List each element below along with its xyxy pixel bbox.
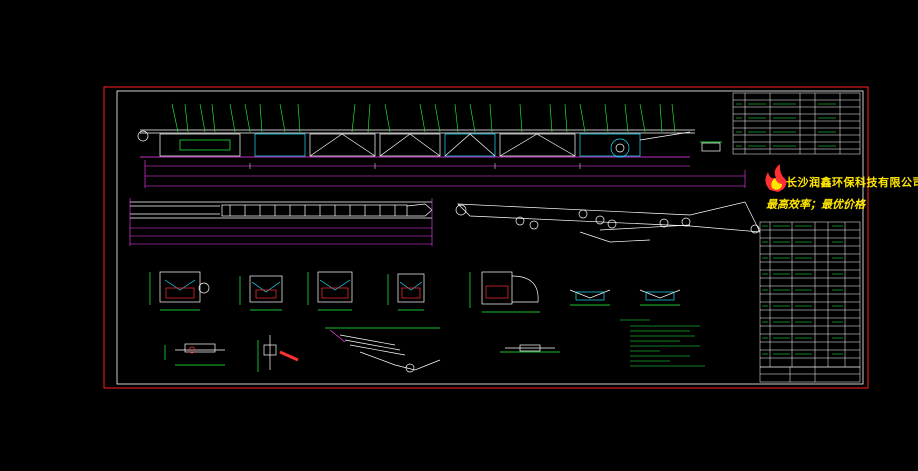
cross-section-4 [387, 273, 425, 311]
technical-notes-block [620, 319, 705, 367]
parts-list-table-top [732, 92, 861, 155]
outer-frame [103, 86, 869, 389]
conveyor-side-elevation [137, 129, 722, 158]
flame-logo-icon [765, 164, 787, 192]
conveyor-plan-view [130, 201, 433, 219]
inner-frame [116, 90, 864, 385]
cross-section-7 [639, 289, 681, 306]
detail-view-1 [164, 343, 225, 366]
cross-section-3 [307, 271, 353, 311]
parts-list-table-bottom [759, 221, 861, 368]
title-block [759, 366, 861, 383]
detail-view-3 [325, 327, 441, 373]
detail-view-4 [500, 344, 560, 353]
cross-section-6 [569, 289, 611, 306]
cross-section-1 [149, 271, 210, 311]
cross-section-5 [469, 271, 540, 313]
plan-view-dimensions [129, 198, 433, 246]
detail-view-2 [257, 335, 299, 372]
cross-section-2 [239, 275, 283, 311]
belt-routing-diagram [455, 201, 761, 243]
parts-list-bottom-entries [762, 225, 843, 355]
company-slogan: 最高效率；最优价格 [766, 198, 865, 211]
company-name: 长沙润鑫环保科技有限公司 [786, 176, 918, 189]
dimension-lines-top [144, 160, 746, 188]
parts-list-top-entries [736, 103, 836, 147]
leader-lines-top [171, 103, 676, 133]
